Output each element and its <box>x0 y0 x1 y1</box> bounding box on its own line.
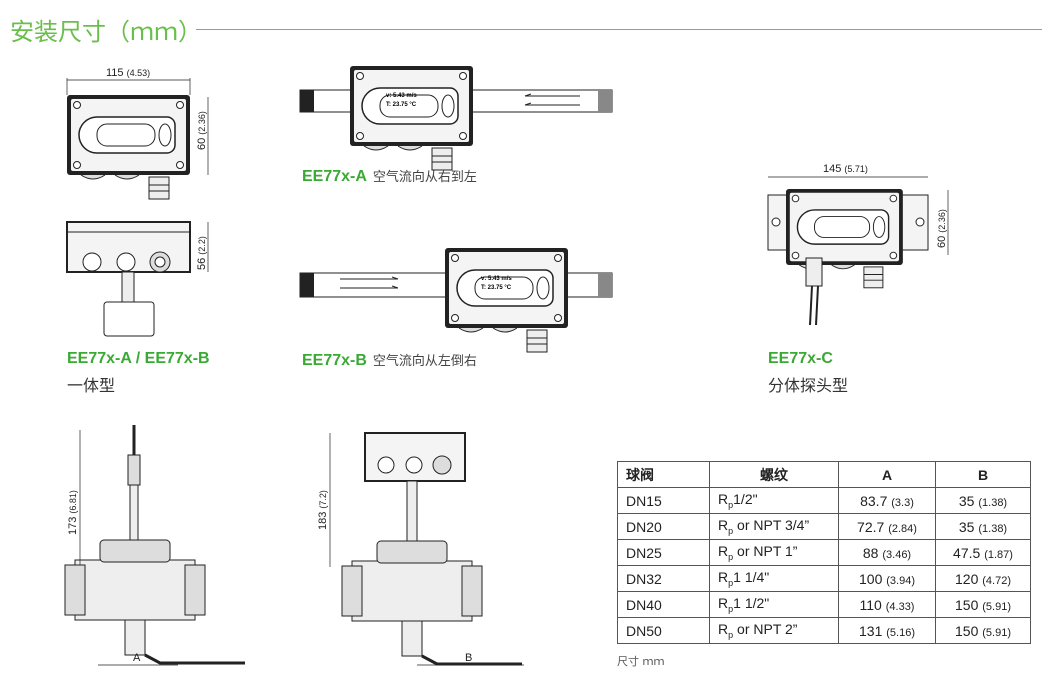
device-c-remote-probe: 145 (5.71) 60 (2.36) <box>767 163 949 326</box>
b-cell: 47.5 (1.87) <box>935 539 1031 566</box>
b-cell: 150 (5.91) <box>935 591 1031 618</box>
dim-56: 56 (2.2) <box>196 236 208 270</box>
page-title: 安装尺寸（ｍｍ） <box>10 18 202 46</box>
a-cell: 83.7 (3.3) <box>838 487 936 514</box>
valve-cell: DN50 <box>617 617 710 644</box>
title-divider <box>196 29 1042 30</box>
dim-183: 183 (7.2) <box>317 490 329 530</box>
table-header-row: 球阀 螺纹 A B <box>617 461 1031 488</box>
b-cell: 35 (1.38) <box>935 487 1031 514</box>
a-cell: 110 (4.33) <box>838 591 936 618</box>
valve-probe-drawing: 173 (6.81) A <box>63 425 247 666</box>
table-row: DN40 Rp1 1/2" 110 (4.33) 150 (5.91) <box>617 591 1031 618</box>
a-cell: 72.7 (2.84) <box>838 513 936 540</box>
thread-cell: Rp1/2" <box>709 487 839 514</box>
dim-a: A <box>133 652 141 664</box>
dim-145: 145 (5.71) <box>823 163 868 175</box>
thread-cell: Rp or NPT 2” <box>709 617 839 644</box>
svg-text:v: 5.43 m/s: v: 5.43 m/s <box>481 276 512 282</box>
c-label: EE77x-C 分体探头型 <box>768 350 849 395</box>
ab-label: EE77x-A / EE77x-B 一体型 <box>67 350 210 395</box>
dim-b: B <box>465 652 472 664</box>
dim-115: 115 (4.53) <box>106 67 150 79</box>
svg-text:v: 5.43 m/s: v: 5.43 m/s <box>386 93 417 99</box>
svg-text:T: 23.75 °C: T: 23.75 °C <box>386 102 417 108</box>
dim-60: 60 (2.36) <box>196 111 208 150</box>
valve-cell: DN32 <box>617 565 710 592</box>
dim-173: 173 (6.81) <box>67 490 79 535</box>
table-row: DN15 Rp1/2" 83.7 (3.3) 35 (1.38) <box>617 487 1031 514</box>
a-cell: 131 (5.16) <box>838 617 936 644</box>
valve-cell: DN15 <box>617 487 710 514</box>
dim-60-c: 60 (2.36) <box>936 209 948 248</box>
svg-text:T: 23.75 °C: T: 23.75 °C <box>481 285 512 291</box>
thread-cell: Rp1 1/2" <box>709 591 839 618</box>
valve-cell: DN20 <box>617 513 710 540</box>
b-cell: 35 (1.38) <box>935 513 1031 540</box>
b-cell: 120 (4.72) <box>935 565 1031 592</box>
device-side-view: 56 (2.2) <box>66 221 209 337</box>
table-row: DN25 Rp or NPT 1” 88 (3.46) 47.5 (1.87) <box>617 539 1031 566</box>
a-cell: 100 (3.94) <box>838 565 936 592</box>
valve-dimension-table: 球阀 螺纹 A B DN15 Rp1/2" 83.7 (3.3) 35 (1.3… <box>617 461 1031 644</box>
b-cell: 150 (5.91) <box>935 617 1031 644</box>
thread-cell: Rp1 1/4" <box>709 565 839 592</box>
device-front-view: 115 (4.53) 60 (2.36) <box>66 67 209 200</box>
device-b-on-duct: v: 5.43 m/s T: 23.75 °C <box>299 247 613 353</box>
footnote: 尺寸 ｍｍ <box>617 655 665 668</box>
valve-cell: DN25 <box>617 539 710 566</box>
valve-cell: DN40 <box>617 591 710 618</box>
table-row: DN20 Rp or NPT 3/4” 72.7 (2.84) 35 (1.38… <box>617 513 1031 540</box>
thread-cell: Rp or NPT 3/4” <box>709 513 839 540</box>
table-row: DN32 Rp1 1/4" 100 (3.94) 120 (4.72) <box>617 565 1031 592</box>
a-cell: 88 (3.46) <box>838 539 936 566</box>
table-row: DN50 Rp or NPT 2” 131 (5.16) 150 (5.91) <box>617 617 1031 644</box>
thread-cell: Rp or NPT 1” <box>709 539 839 566</box>
device-a-on-duct: v: 5.43 m/s T: 23.75 °C <box>299 65 613 171</box>
valve-integrated-drawing: 183 (7.2) B <box>317 432 524 666</box>
